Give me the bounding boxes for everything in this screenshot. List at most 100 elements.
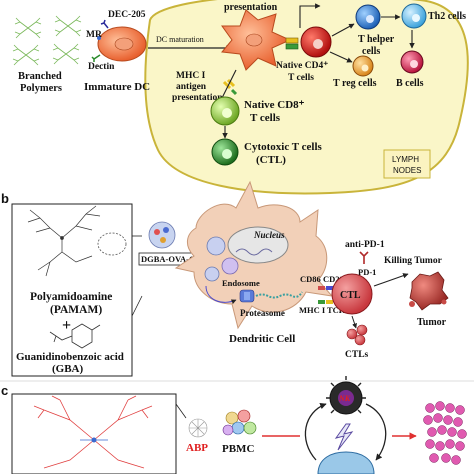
anti-pd1-antibody-icon: [359, 251, 369, 264]
abp-dendrimer-structure-icon: [33, 395, 153, 469]
mature-dc-nucleus: [245, 33, 263, 47]
nk-nucleus: [338, 390, 354, 406]
ctl-label-b: CTL: [340, 290, 361, 301]
abp-label: ABP: [186, 442, 208, 454]
receptor-dectin-label: Dectin: [88, 62, 115, 72]
nanoparticle-dot-3: [160, 237, 166, 243]
receptor-dec205-label: DEC-205: [108, 10, 146, 20]
t-helper-label-2: cells: [362, 46, 380, 57]
ctls-cell-3: [354, 334, 366, 346]
proteasome-icon: [239, 289, 255, 303]
cd86-label: CD86: [300, 274, 321, 284]
ctl-label-1: Cytotoxic T cells: [244, 141, 323, 153]
ctl-label-2: (CTL): [256, 154, 286, 166]
ctls-cell-2: [356, 324, 368, 336]
anti-pd1-label: anti-PD-1: [345, 240, 385, 250]
panel-b: b Polyamidoamine (PAMAM) + Guanidinobenz…: [0, 180, 449, 377]
structure-connector-line-2: [131, 295, 143, 317]
immature-dc-nucleus: [114, 37, 134, 51]
nucleus-label: Nucleus: [253, 230, 285, 240]
tumor-label: Tumor: [417, 317, 447, 328]
proteasome-path-arrow: [205, 285, 237, 305]
native-cd8-nucleus: [222, 108, 232, 118]
mhc1-label-2: antigen: [176, 82, 207, 92]
mhc2-tcr-link-icon: [285, 37, 299, 44]
nk-cell-spikes-icon: [326, 376, 366, 414]
dc-maturation-label: DC maturation: [156, 35, 204, 44]
lymph-nodes-label-2: NODES: [393, 166, 421, 175]
proteasome-label: Proteasome: [240, 308, 285, 318]
panel-c: c ABP PBMC NK: [0, 376, 474, 474]
ctls-cell-1: [346, 328, 358, 340]
endosome-vesicle-2: [221, 257, 239, 275]
pamam-label-1: Polyamidoamine: [30, 291, 112, 303]
receptor-mr-label: MR: [86, 30, 102, 40]
t-helper-nucleus: [366, 15, 374, 23]
tumor-icon: [409, 271, 449, 311]
dgba-nanoparticle-icon: [148, 221, 176, 249]
mhc2-tcr-link-lower-icon: [285, 43, 299, 50]
native-cd4-nucleus: [313, 39, 323, 49]
b-cells-label: B cells: [396, 78, 424, 89]
arrow-ctl-to-ctls: [351, 315, 357, 329]
plus-sign: +: [62, 317, 71, 334]
pbmc-cluster-icon: [222, 409, 257, 436]
mhc1-label-3: presentation: [172, 93, 223, 103]
lymph-nodes-box: [383, 149, 431, 179]
activation-cycle-arrow-2: [365, 403, 387, 461]
arrow-cd4-to-treg: [329, 51, 353, 63]
t-reg-nucleus: [361, 64, 369, 72]
gba-structure-icon: [49, 323, 101, 349]
receptor-mr-icon: [97, 36, 101, 40]
branched-polymers-label-2: Polymers: [20, 83, 62, 94]
mhc1-tcr-receptor-icon: [318, 300, 325, 304]
native-cd8-label-1: Native CD8⁺: [244, 99, 305, 111]
target-cell-dome: [317, 451, 375, 474]
mhc1-tcr-link-lower-icon: [230, 88, 238, 96]
panel-a: Branched Polymers DEC-205 MR Dectin Imma…: [12, 0, 469, 195]
structure-box: [11, 203, 133, 377]
ctl-nucleus: [222, 149, 232, 159]
native-cd4-label-1: Native CD4⁺: [276, 61, 328, 71]
panel-b-letter-box: [0, 191, 12, 205]
panel-b-letter: b: [1, 191, 9, 206]
nanoparticle-dot-1: [154, 229, 160, 235]
cd28-receptor-icon: [326, 286, 333, 290]
mhc1-tcr-link-icon: [222, 78, 236, 90]
expanded-nk-cells-icon: [423, 401, 467, 465]
activation-cycle-arrow: [304, 402, 327, 461]
endosome-vesicle-1: [206, 236, 226, 256]
lymph-nodes-label-1: LYMPH: [392, 155, 419, 164]
branched-polymer-icons: [12, 15, 82, 66]
nk-label: NK: [338, 394, 351, 403]
t-reg-label: T reg cells: [333, 78, 377, 89]
th2-label: Th2 cells: [428, 11, 466, 22]
receptor-dectin-icon: [91, 54, 101, 62]
arrow-dc-to-cd8: [221, 69, 237, 99]
endosome-vesicle-3: [204, 266, 220, 282]
nucleus-shape: [227, 226, 289, 264]
presentation-label: presentation: [224, 2, 278, 13]
tcr-receptor-icon: [326, 300, 333, 304]
gba-abbr-label: (GBA): [52, 363, 84, 375]
peptide-chain-icon: [255, 291, 303, 299]
b-cell-nucleus: [410, 60, 418, 68]
mhc1-label-1: MHC I: [176, 71, 206, 81]
lightning-icon: [334, 423, 354, 451]
endosome-label: Endosome: [222, 278, 260, 288]
nucleus-dna-icon: [235, 248, 273, 256]
abp-connector-line: [175, 403, 187, 419]
pd1-label: PD-1: [358, 267, 376, 277]
native-cd8-label-2: T cells: [250, 112, 281, 124]
tumor-fragment-1: [409, 301, 415, 307]
ctl-cell-b: [331, 273, 373, 315]
receptor-dec205-icon: [100, 19, 109, 29]
pamam-label-2: (PAMAM): [50, 304, 102, 316]
tcr-label: TCR: [327, 305, 346, 315]
mhc1-label: MHC I: [299, 305, 326, 315]
dgba-ova-cpg-label: DGBA-OVA-CpG: [141, 254, 207, 264]
killing-tumor-label: Killing Tumor: [384, 256, 443, 266]
immature-dc-label: Immature DC: [84, 81, 150, 93]
